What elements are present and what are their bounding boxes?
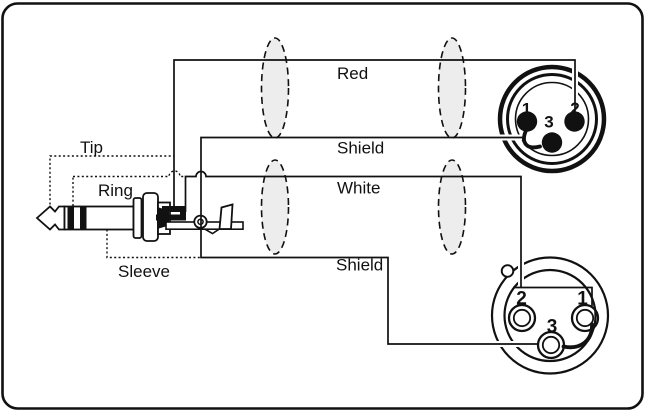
cable-shield-ellipse — [437, 37, 467, 139]
label-red: Red — [337, 64, 368, 83]
clamp-tab — [218, 203, 234, 230]
tip-callout-line — [49, 155, 174, 205]
xlr-male-pin-2 — [564, 111, 585, 132]
shield-wire — [200, 136, 538, 345]
label-sleeve: Sleeve — [118, 262, 170, 281]
xlr-male-pin-2-label: 2 — [570, 99, 579, 118]
jack-ring-band — [80, 206, 87, 230]
male-pin1-pin3-jumper — [522, 128, 542, 150]
label-tip: Tip — [80, 138, 103, 157]
wire-labels: Tip Ring Sleeve Red Shield White Shield — [80, 64, 384, 281]
jack-collar — [132, 197, 143, 239]
xlr-female-pin-1 — [570, 303, 600, 333]
xlr-male-pins: 1 2 3 — [516, 99, 585, 153]
xlr-female-pin-2-label: 2 — [516, 289, 527, 310]
xlr-male-connector — [497, 64, 607, 174]
ring-lug — [156, 214, 182, 221]
xlr-male-pin-1 — [516, 111, 538, 132]
xlr-female-pin-3 — [536, 330, 566, 360]
cable-shield-ellipse — [260, 37, 290, 139]
red-wire — [173, 59, 576, 206]
xlr-female-pin-1-label: 1 — [577, 289, 588, 310]
label-white: White — [337, 179, 380, 198]
xlr-female-inner-ring — [503, 268, 597, 363]
xlr-male-pin-1-label: 1 — [522, 100, 531, 119]
xlr-female-connector — [490, 256, 610, 375]
white-wire — [184, 170, 593, 306]
wires — [49, 59, 593, 347]
jack-shaft — [63, 205, 135, 231]
jack-ring-band — [67, 206, 74, 230]
trs-jack-plug — [35, 192, 244, 242]
xlr-male-pin-3 — [541, 132, 563, 153]
jack-collar — [142, 192, 159, 242]
sleeve-clamp-bend — [204, 228, 220, 235]
ring-lug — [180, 211, 186, 221]
cable-shield-ellipses — [260, 37, 467, 255]
xlr-male-inner-ring — [514, 81, 590, 157]
sleeve-callout-line — [106, 229, 200, 259]
label-shield-bottom: Shield — [336, 256, 383, 275]
xlr-female-outer-ring — [490, 256, 610, 375]
xlr-male-middle-ring — [506, 73, 598, 165]
label-shield-top: Shield — [337, 139, 384, 158]
xlr-female-pin-3-label: 3 — [547, 317, 558, 338]
cable-shield-ellipse — [260, 159, 290, 255]
diagram-frame — [1, 2, 644, 410]
cable-shield-ellipse — [437, 159, 467, 255]
xlr-female-latch-tab — [500, 264, 515, 278]
tip-lug — [162, 206, 186, 212]
xlr-female-pin-2 — [507, 303, 537, 333]
xlr-female-pins: 2 1 3 — [507, 289, 600, 360]
xlr-male-pin-3-label: 3 — [544, 113, 553, 132]
xlr-male-outer-ring — [497, 64, 607, 174]
ring-callout-line — [72, 170, 184, 206]
label-ring: Ring — [98, 181, 133, 200]
